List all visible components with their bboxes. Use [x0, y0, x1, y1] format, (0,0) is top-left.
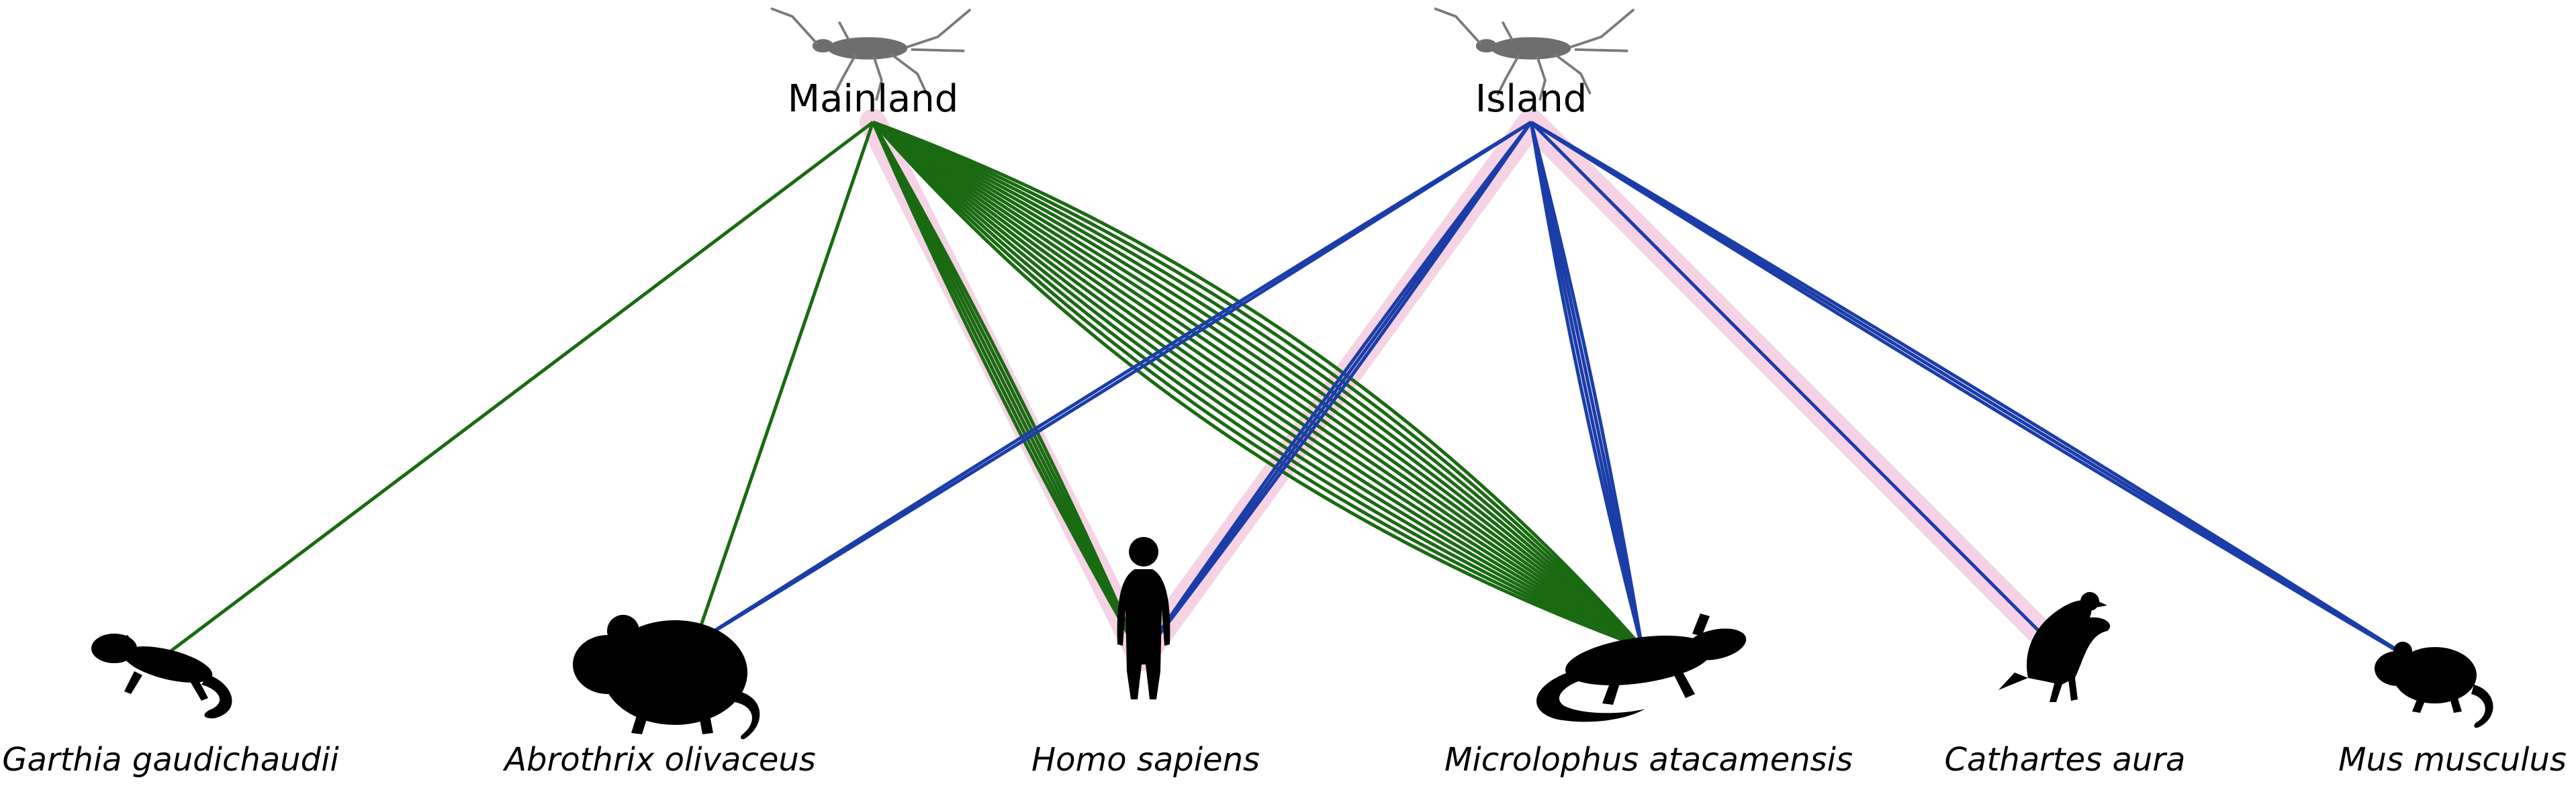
- link-line-mainland-homo: [871, 121, 1144, 659]
- host-label-mus: Mus musculus: [2338, 741, 2567, 779]
- link-line-island-homo: [1140, 121, 1532, 659]
- link-line-mainland-microlophus: [872, 120, 1643, 648]
- mouse-icon: [573, 615, 760, 740]
- link-line-island-microlophus: [1529, 121, 1644, 648]
- house-mouse-icon: [2375, 642, 2493, 728]
- link-line-mainland-abrothrix: [693, 121, 875, 644]
- source-node-island: Island: [1434, 7, 1635, 121]
- link-line-mainland-microlophus: [872, 121, 1643, 649]
- human-icon: [1117, 537, 1170, 699]
- link-line-island-microlophus: [1529, 121, 1644, 648]
- link-line-mainland-garthia: [163, 121, 874, 657]
- link-line-mainland-microlophus: [872, 121, 1643, 649]
- link-line-mainland-microlophus: [872, 120, 1643, 649]
- link-line-mainland-microlophus: [872, 120, 1643, 648]
- host-label-abrothrix: Abrothrix olivaceus: [502, 741, 816, 779]
- link-line-mainland-homo: [871, 121, 1144, 659]
- link-line-mainland-microlophus: [872, 120, 1643, 649]
- host-label-cathartes: Cathartes aura: [1945, 741, 2186, 779]
- lizard-icon: [1536, 613, 1747, 722]
- link-line-mainland-homo: [871, 121, 1144, 658]
- link-line-mainland-microlophus: [872, 120, 1643, 649]
- source-label-mainland: Mainland: [788, 77, 959, 121]
- host-label-homo: Homo sapiens: [1031, 741, 1260, 779]
- link-line-island-homo: [1140, 121, 1533, 659]
- link-line-mainland-homo: [871, 121, 1144, 659]
- link-line-mainland-microlophus: [872, 120, 1643, 648]
- host-label-garthia: Garthia gaudichaudii: [2, 741, 339, 779]
- link-line-mainland-microlophus: [872, 120, 1643, 648]
- link-line-island-homo: [1140, 121, 1533, 659]
- link-line-mainland-microlophus: [872, 121, 1643, 649]
- link-line-island-mus: [1530, 120, 2422, 667]
- link-line-mainland-microlophus: [872, 121, 1643, 649]
- host-link-lines: [163, 120, 2422, 667]
- link-line-island-microlophus: [1529, 121, 1644, 648]
- vulture-icon: [1998, 592, 2111, 702]
- links-layer: [163, 109, 2422, 671]
- host-label-microlophus: Microlophus atacamensis: [1444, 741, 1853, 779]
- link-line-island-abrothrix: [694, 120, 1532, 645]
- gecko-icon: [91, 634, 232, 719]
- link-line-island-microlophus: [1529, 121, 1644, 648]
- link-line-mainland-microlophus: [872, 121, 1643, 649]
- link-line-mainland-microlophus: [872, 121, 1643, 649]
- link-line-island-abrothrix: [694, 120, 1532, 645]
- link-line-mainland-microlophus: [872, 120, 1643, 648]
- link-line-mainland-homo: [871, 121, 1144, 659]
- source-label-island: Island: [1475, 77, 1588, 121]
- source-node-mainland: Mainland: [770, 7, 971, 121]
- link-line-mainland-microlophus: [872, 121, 1643, 649]
- link-line-island-mus: [1530, 120, 2422, 667]
- link-line-island-mus: [1530, 120, 2422, 667]
- link-line-mainland-microlophus: [872, 120, 1643, 648]
- link-line-island-cathartes: [1530, 121, 2043, 635]
- link-line-mainland-microlophus: [872, 120, 1643, 648]
